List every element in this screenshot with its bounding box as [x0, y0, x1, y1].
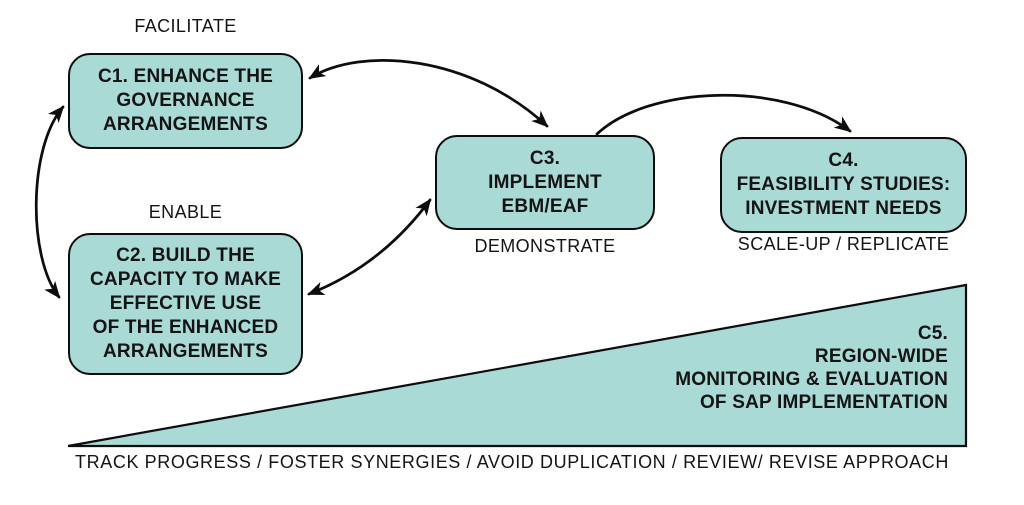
box-c1-enhance-governance: C1. ENHANCE THE GOVERNANCE ARRANGEMENTS — [68, 53, 303, 149]
arrow-c1-c3 — [308, 58, 549, 128]
c5-triangle-shape — [67, 283, 968, 448]
demonstrate-label: DEMONSTRATE — [474, 236, 616, 256]
box-c4-feasibility-studies: C4. FEASIBILITY STUDIES: INVESTMENT NEED… — [720, 137, 967, 233]
arrow-c1-c2 — [34, 105, 65, 299]
arrow-c2-c3 — [307, 198, 432, 296]
c5-triangle-label: C5. REGION-WIDE MONITORING & EVALUATION … — [675, 323, 948, 413]
facilitate-label: FACILITATE — [134, 16, 237, 36]
arrow-c3-c4 — [595, 94, 852, 136]
box-c2-build-capacity: C2. BUILD THE CAPACITY TO MAKE EFFECTIVE… — [68, 233, 303, 375]
scale-up-replicate-label: SCALE-UP / REPLICATE — [737, 234, 950, 254]
bottom-caption: TRACK PROGRESS / FOSTER SYNERGIES / AVOI… — [75, 452, 949, 472]
box-c3-implement-ebm-eaf: C3. IMPLEMENT EBM/EAF — [435, 135, 655, 230]
enable-label: ENABLE — [148, 202, 223, 222]
